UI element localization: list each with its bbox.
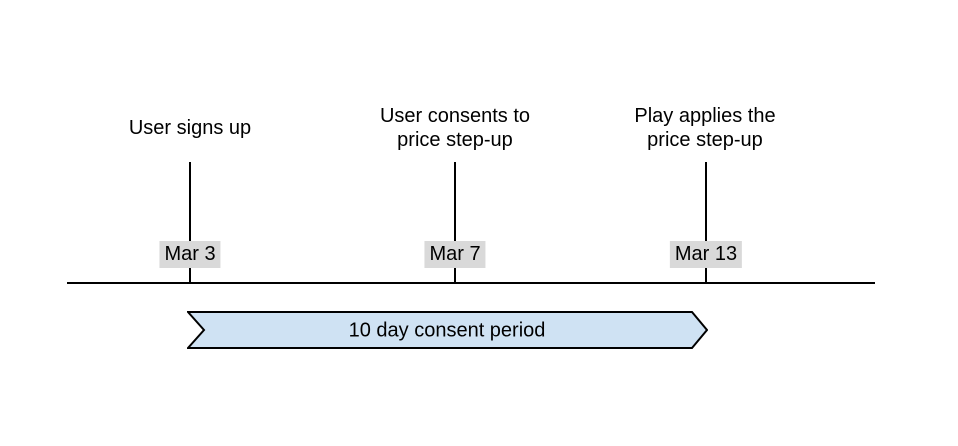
date-badge-mar-3: Mar 3: [159, 241, 221, 268]
event-label-play-applies: Play applies the price step-up: [634, 105, 776, 151]
consent-period-label: 10 day consent period: [348, 319, 546, 342]
event-label-user-signs-up: User signs up: [128, 117, 252, 139]
date-badge-mar-7: Mar 7: [424, 241, 486, 268]
event-label-user-consents: User consents to price step-up: [379, 105, 531, 151]
timeline-axis: [67, 282, 875, 284]
date-badge-mar-13: Mar 13: [669, 241, 743, 268]
event-tick-mar-7: [454, 162, 456, 284]
event-tick-mar-13: [705, 162, 707, 284]
consent-period-arrow: [187, 311, 708, 349]
event-tick-mar-3: [189, 162, 191, 284]
consent-period-arrow-shape: [187, 311, 708, 349]
